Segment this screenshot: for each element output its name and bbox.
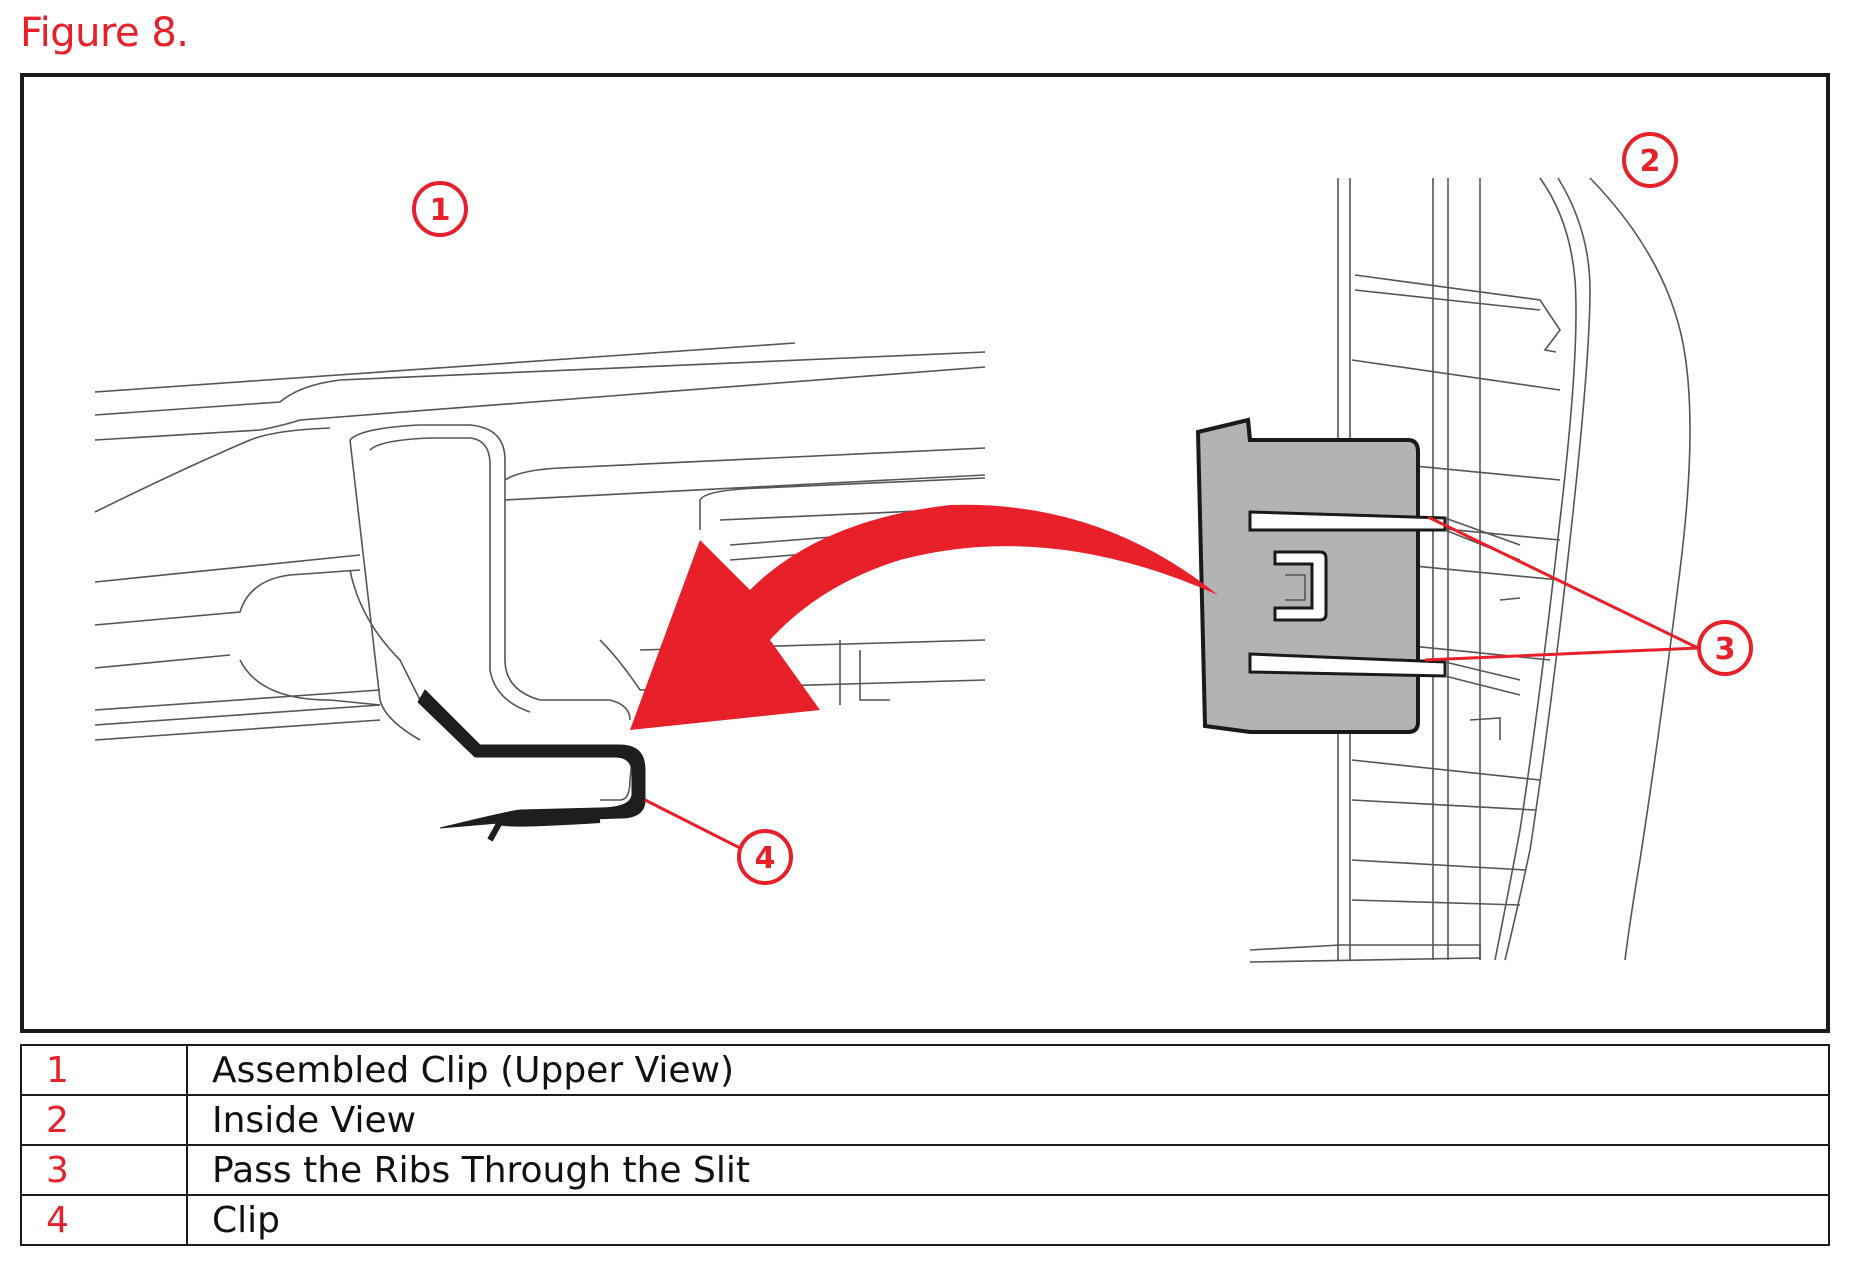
legend-row: 4 Clip	[20, 1194, 1830, 1246]
legend-description: Clip	[186, 1194, 1830, 1246]
figure-title: Figure 8.	[20, 10, 189, 56]
legend-number: 3	[20, 1144, 188, 1196]
legend-description: Assembled Clip (Upper View)	[186, 1044, 1830, 1096]
clip-outline	[417, 689, 646, 829]
legend-number: 1	[20, 1044, 188, 1096]
legend-row: 2 Inside View	[20, 1094, 1830, 1146]
grey-clip-tab	[1246, 419, 1252, 441]
legend-description: Pass the Ribs Through the Slit	[186, 1144, 1830, 1196]
callout-1: 1	[430, 193, 451, 228]
clip-center-detail	[1285, 574, 1306, 601]
figure-illustration: 1 2 3 4	[94, 132, 1753, 963]
callout-3: 3	[1715, 632, 1736, 667]
legend-number: 4	[20, 1194, 188, 1246]
clip-center-tab	[1273, 550, 1328, 622]
callout-circles	[412, 132, 1753, 885]
legend-description: Inside View	[186, 1094, 1830, 1146]
legend-table: 1 Assembled Clip (Upper View) 2 Inside V…	[20, 1044, 1830, 1246]
clip-rib-extension-upper	[1444, 517, 1521, 561]
legend-row: 3 Pass the Ribs Through the Slit	[20, 1144, 1830, 1196]
clip-rib-extension-lower	[1444, 661, 1521, 696]
clip-tail	[487, 817, 601, 842]
legend-number: 2	[20, 1094, 188, 1146]
callout-4: 4	[755, 841, 776, 876]
figure-illustration-frame	[20, 73, 1830, 1033]
callout-2: 2	[1640, 144, 1661, 179]
grey-clip-body	[1195, 417, 1420, 734]
callout-leaders	[644, 515, 1699, 850]
legend-row: 1 Assembled Clip (Upper View)	[20, 1044, 1830, 1096]
direction-arrow	[630, 504, 1218, 730]
